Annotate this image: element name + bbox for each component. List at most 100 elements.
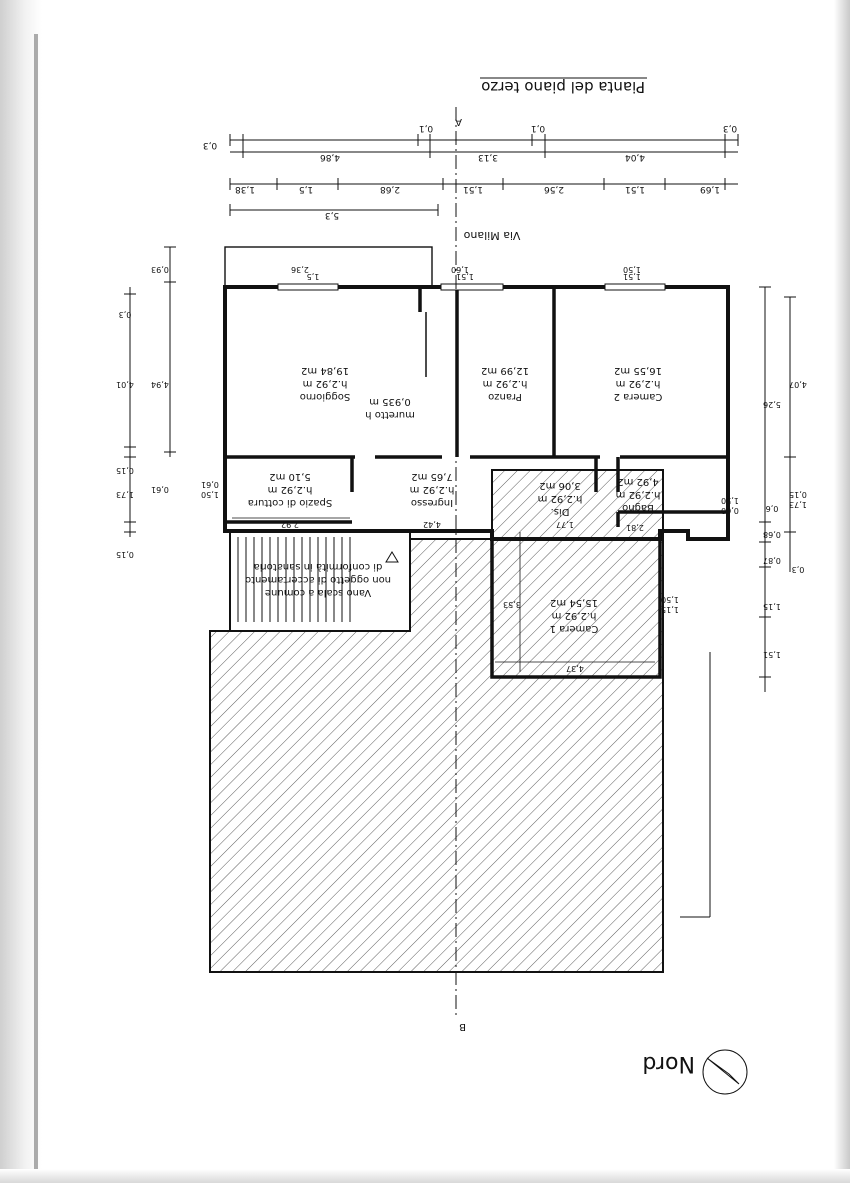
- room-soggiorno-name: Soggiorno: [300, 391, 350, 402]
- stair-arrow-icon: [385, 551, 399, 563]
- svg-text:5,26: 5,26: [763, 400, 781, 409]
- svg-text:4,86: 4,86: [320, 152, 340, 162]
- svg-text:5,3: 5,3: [325, 210, 339, 220]
- svg-text:1,5: 1,5: [307, 272, 320, 281]
- svg-text:1,51: 1,51: [763, 650, 781, 659]
- scan-margin-right: [834, 0, 850, 1183]
- vano-scala-line3: di conformità in sanatoria: [254, 561, 383, 573]
- svg-text:1,60: 1,60: [451, 265, 469, 274]
- room-dis-name: Dis.: [551, 506, 570, 517]
- north-label: Nord: [642, 1051, 695, 1076]
- inner-dimension-labels: 2,92 4,42 1,77 2,81 3,53 4,37: [281, 520, 644, 673]
- svg-text:1,38: 1,38: [235, 184, 255, 194]
- dimension-ticks-top: [229, 134, 739, 216]
- svg-text:2,68: 2,68: [380, 184, 400, 194]
- svg-text:0,1: 0,1: [419, 123, 433, 133]
- vano-scala-line1: Vano scala a comune: [265, 587, 371, 598]
- svg-text:4,07: 4,07: [789, 380, 807, 389]
- svg-text:1,73: 1,73: [116, 490, 134, 499]
- svg-text:0,87: 0,87: [763, 556, 781, 565]
- svg-text:3,13: 3,13: [478, 152, 498, 162]
- svg-text:1,50: 1,50: [661, 595, 679, 604]
- svg-text:0,3: 0,3: [119, 310, 132, 319]
- svg-text:2,92: 2,92: [281, 520, 299, 529]
- svg-text:1,51: 1,51: [463, 184, 483, 194]
- svg-text:2,81: 2,81: [626, 523, 644, 532]
- room-bagno-height: h.2,92 m: [616, 489, 661, 500]
- scan-margin-bottom: [0, 1169, 850, 1183]
- svg-text:0,6: 0,6: [766, 504, 779, 513]
- svg-text:0,15: 0,15: [116, 550, 134, 559]
- svg-text:1,51: 1,51: [456, 272, 474, 281]
- svg-text:2,56: 2,56: [544, 184, 564, 194]
- svg-text:0,93: 0,93: [151, 265, 169, 274]
- muretto-height: 0,935 m: [369, 396, 411, 407]
- svg-text:0,15: 0,15: [116, 466, 134, 475]
- street-label: Via Milano: [463, 229, 520, 242]
- dimension-labels-top: 0,3 0,1 0,1 0,3 4,86 3,13 4,04 1,38 1,5 …: [203, 123, 737, 220]
- room-pranzo-height: h.2,92 m: [483, 378, 528, 389]
- dimension-labels-right-drawing: 4,07 0,15 1,73 0,3 5,26 0,6 0,68 0,87 1,…: [661, 380, 807, 659]
- room-ingresso-area: 7,65 m2: [411, 471, 453, 482]
- svg-text:1,51: 1,51: [625, 184, 645, 194]
- scan-edge-line: [34, 34, 38, 1169]
- svg-text:4,01: 4,01: [116, 380, 134, 389]
- dimension-column-left-drawing: [124, 246, 176, 537]
- room-ingresso-height: h.2,92 m: [410, 484, 455, 495]
- room-labels: Soggiorno h.2,92 m 19,84 m2 muretto h 0,…: [245, 365, 662, 634]
- room-camera1-area: 15,54 m2: [550, 597, 598, 608]
- svg-text:0,15: 0,15: [789, 490, 807, 499]
- section-label-b: B: [459, 1021, 466, 1032]
- room-soggiorno-area: 19,84 m2: [301, 365, 349, 376]
- dimension-rows-top: [230, 139, 738, 211]
- interior-walls: [225, 287, 728, 527]
- room-bagno-name: Bagno: [622, 502, 654, 513]
- room-camera1-name: Camera 1: [550, 623, 599, 634]
- svg-text:1,73: 1,73: [789, 500, 807, 509]
- dimension-labels-left-drawing: 0,3 4,01 0,15 1,73 0,15 0,93 4,94 0,61 0…: [116, 265, 219, 559]
- svg-text:0,61: 0,61: [201, 480, 219, 489]
- room-dis-height: h.2,92 m: [538, 493, 583, 504]
- section-label-a: A: [455, 116, 462, 127]
- svg-text:0,68: 0,68: [763, 530, 781, 539]
- room-ingresso-name: Ingresso: [411, 497, 453, 508]
- camera1-walls: [490, 531, 662, 679]
- vano-scala-line2: non oggetto di accertamento: [245, 574, 391, 585]
- svg-text:0,3: 0,3: [723, 123, 737, 133]
- svg-text:1,50: 1,50: [721, 496, 739, 505]
- svg-text:0,1: 0,1: [531, 123, 545, 133]
- svg-text:0,3: 0,3: [792, 565, 805, 574]
- svg-text:4,37: 4,37: [566, 664, 584, 673]
- room-spazio-cottura-height: h.2,92 m: [268, 484, 313, 495]
- svg-text:0,61: 0,61: [151, 485, 169, 494]
- room-camera2-area: 16,55 m2: [614, 365, 662, 376]
- windows: [277, 283, 666, 291]
- svg-text:2,36: 2,36: [291, 265, 309, 274]
- svg-text:4,42: 4,42: [423, 520, 441, 529]
- svg-text:1,50: 1,50: [201, 490, 219, 499]
- room-pranzo-area: 12,99 m2: [481, 365, 529, 376]
- north-arrow-icon: [702, 1049, 748, 1095]
- svg-text:0,60: 0,60: [721, 506, 739, 515]
- inner-dimension-lines: [232, 517, 655, 672]
- room-soggiorno-height: h.2,92 m: [303, 378, 348, 389]
- room-camera1-height: h.2,92 m: [552, 610, 597, 621]
- dimension-column-right-drawing: [680, 286, 796, 918]
- svg-text:1,15: 1,15: [763, 602, 781, 611]
- svg-text:4,04: 4,04: [625, 152, 645, 162]
- room-bagno-area: 4,92 m2: [617, 476, 659, 487]
- svg-text:1,51: 1,51: [623, 272, 641, 281]
- svg-text:1,5: 1,5: [299, 184, 313, 194]
- room-spazio-cottura-area: 5,10 m2: [269, 471, 311, 482]
- window-dimension-labels: 1,5 2,36 1,51 1,60 1,51 1,50: [291, 265, 641, 281]
- rotated-drawing: Pianta del piano terzo: [116, 77, 807, 1095]
- room-pranzo-name: Pranzo: [488, 391, 522, 402]
- svg-text:1,15: 1,15: [661, 605, 679, 614]
- stair-steps: [237, 537, 351, 622]
- svg-text:4,94: 4,94: [151, 380, 169, 389]
- balcony: [224, 246, 433, 288]
- svg-text:3,53: 3,53: [503, 600, 521, 609]
- svg-text:1,77: 1,77: [556, 520, 574, 529]
- room-camera2-height: h.2,92 m: [616, 378, 661, 389]
